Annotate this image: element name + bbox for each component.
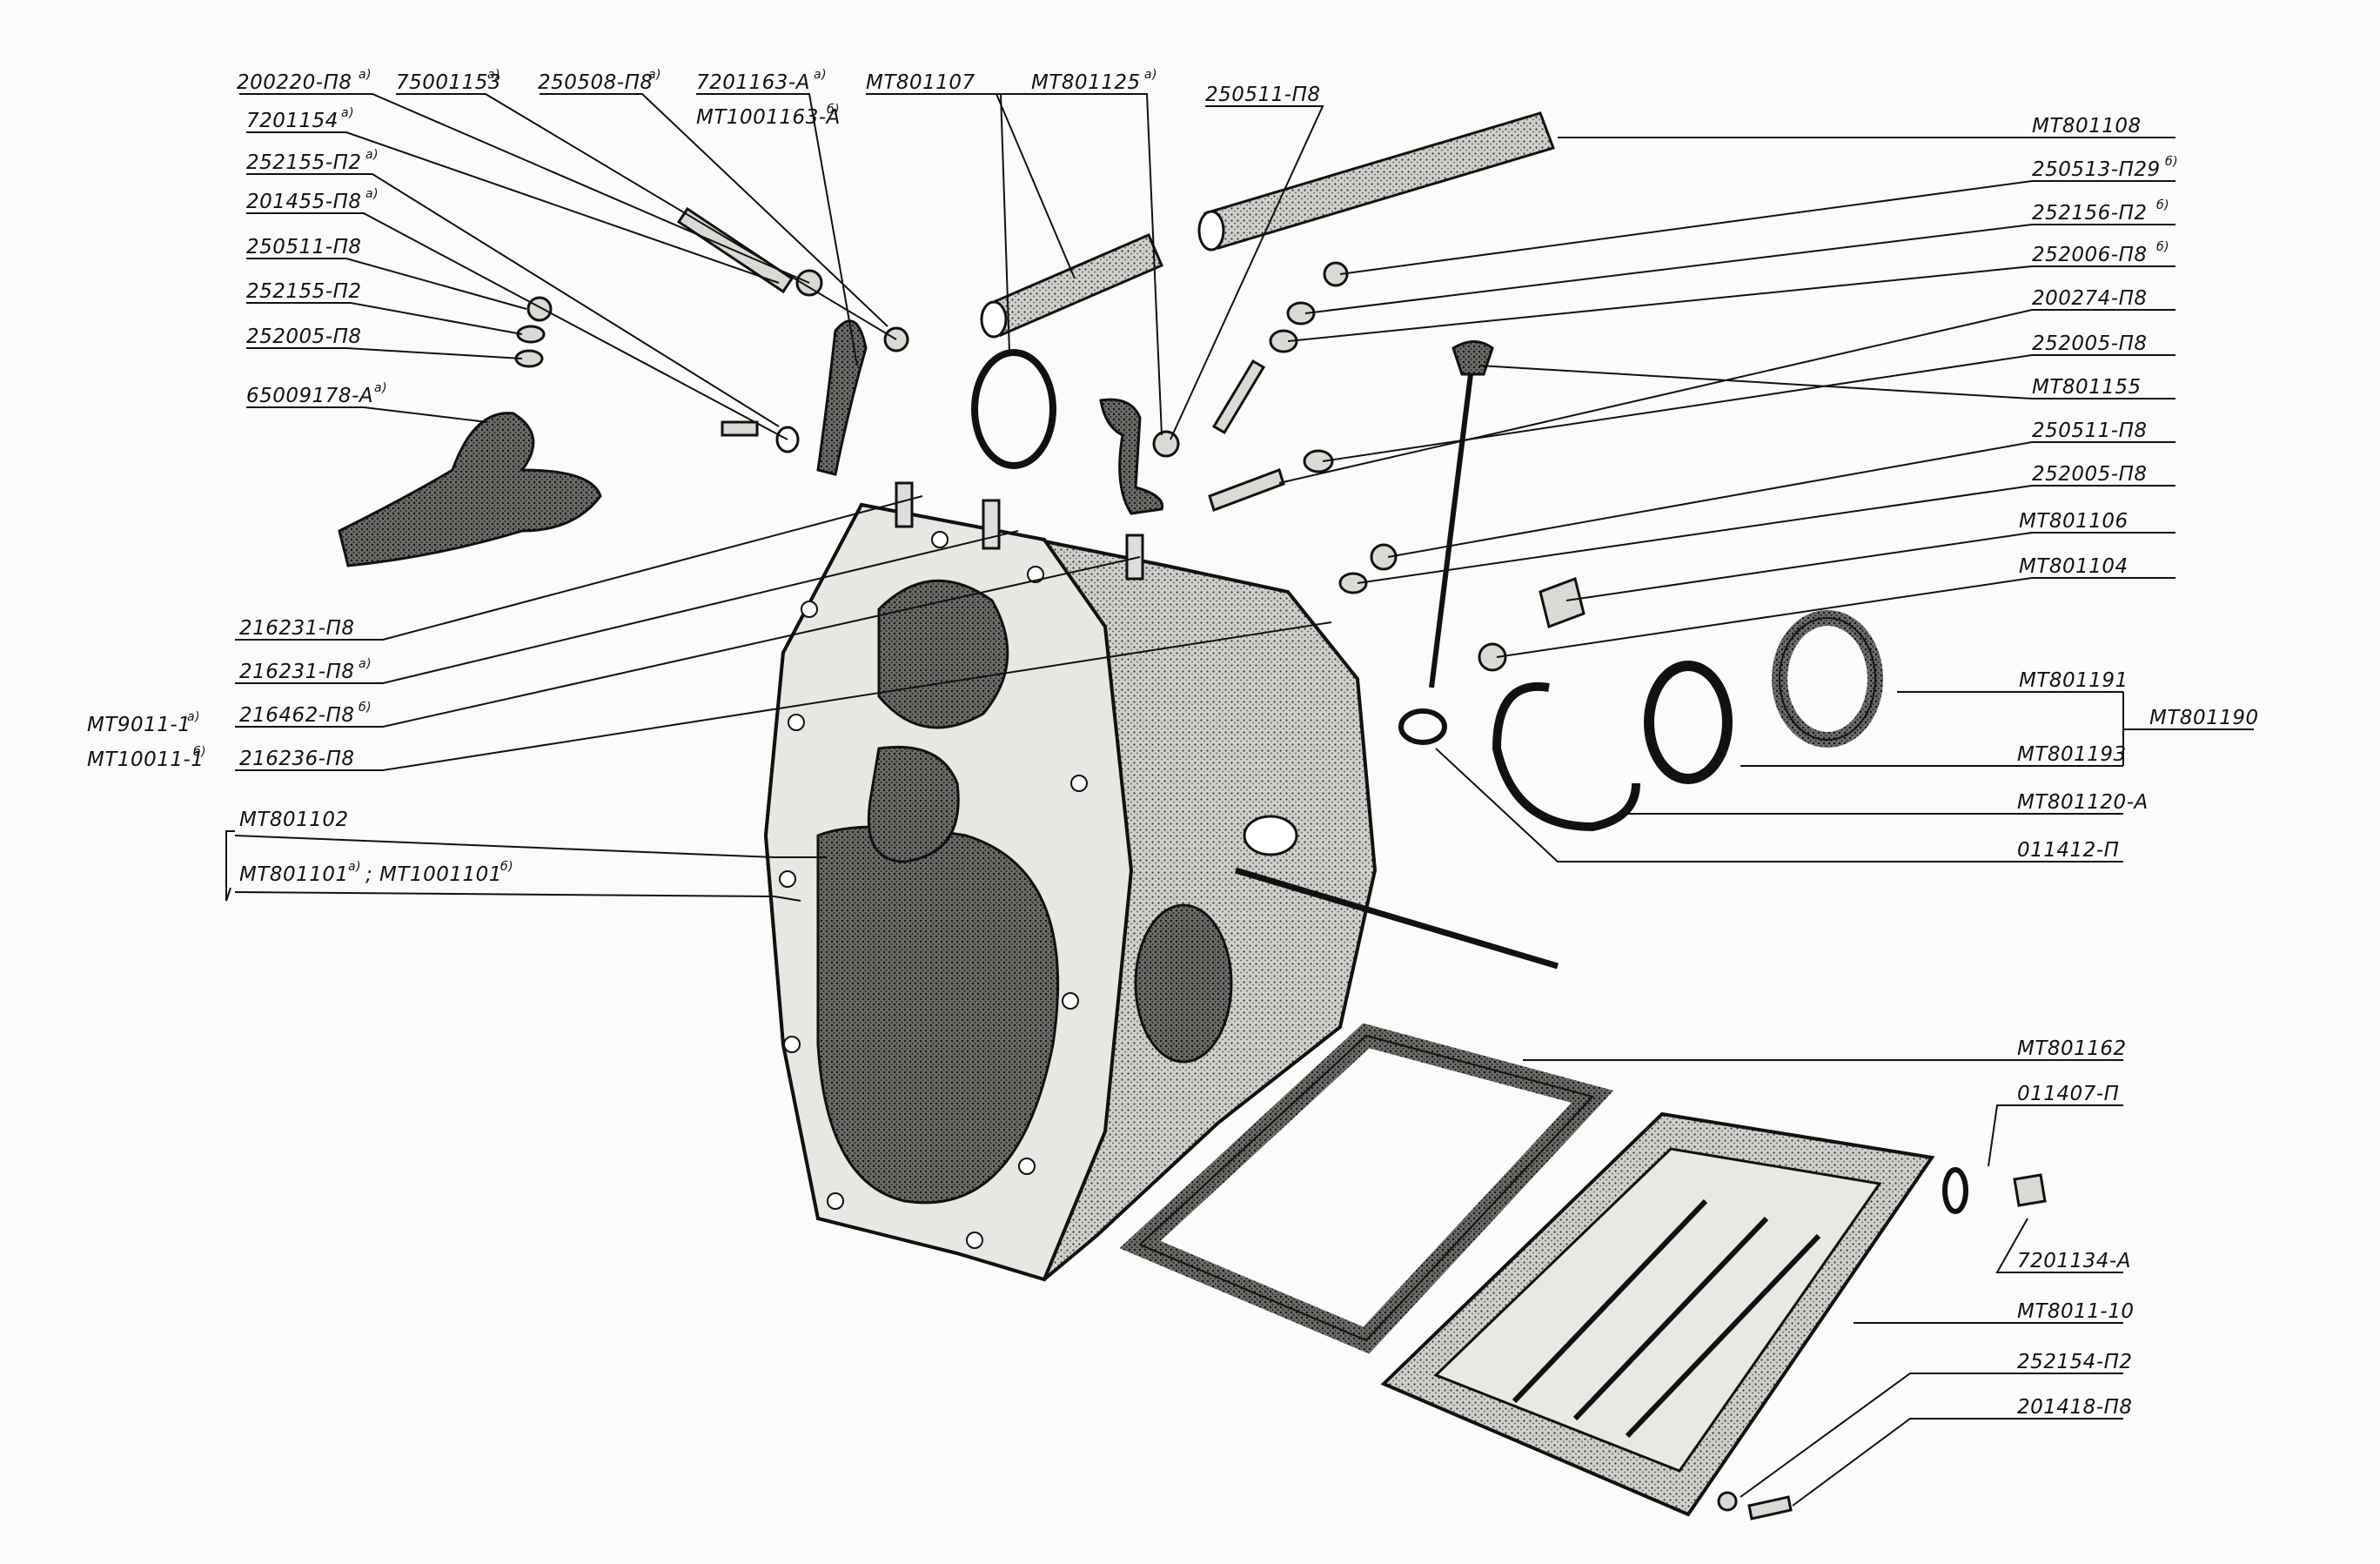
label-MT801106: МТ801106 bbox=[2019, 510, 2129, 533]
label-201418: 201418-П8 bbox=[2017, 1396, 2133, 1419]
note-a: а) bbox=[348, 860, 361, 874]
leader-lines bbox=[225, 93, 2254, 1507]
label-252005-r2: 252005-П8 bbox=[2032, 463, 2148, 486]
note-a: а) bbox=[648, 68, 661, 82]
label-MT1001163: МТ1001163-А bbox=[696, 106, 841, 129]
note-b: б) bbox=[827, 103, 840, 117]
note-a: а) bbox=[341, 106, 354, 120]
gasket-lower bbox=[1119, 1023, 1614, 1354]
label-252154: 252154-П2 bbox=[2017, 1351, 2133, 1373]
label-65009178: 65009178-А bbox=[246, 385, 373, 407]
label-250511-r: 250511-П8 bbox=[2032, 420, 2148, 442]
label-MT801120: МТ801120-А bbox=[2017, 791, 2149, 814]
label-252155-a: 252155-П2 bbox=[246, 151, 362, 174]
note-b: б) bbox=[500, 860, 513, 874]
label-MT801107: МТ801107 bbox=[866, 71, 975, 94]
label-MT801155: МТ801155 bbox=[2032, 376, 2142, 399]
label-MT801108: МТ801108 bbox=[2032, 115, 2142, 138]
label-250511-top: 250511-П8 bbox=[1205, 84, 1321, 106]
label-252005-left: 252005-П8 bbox=[246, 326, 362, 348]
note-a: а) bbox=[1144, 68, 1157, 82]
label-250513: 250513-П29 bbox=[2032, 158, 2161, 181]
note-a: а) bbox=[365, 187, 379, 201]
rings-seals bbox=[971, 349, 1968, 1214]
label-MT801191: МТ801191 bbox=[2019, 669, 2129, 692]
note-b: б) bbox=[193, 745, 206, 759]
label-216231-a: 216231-П8 bbox=[239, 617, 355, 640]
note-a: а) bbox=[359, 68, 372, 82]
label-7201154: 7201154 bbox=[246, 110, 339, 132]
level-rod bbox=[1235, 867, 1559, 970]
note-b: б) bbox=[2156, 240, 2169, 254]
label-75001153: 75001153 bbox=[396, 71, 501, 94]
label-216231-b: 216231-П8 bbox=[239, 661, 355, 683]
label-MT801104: МТ801104 bbox=[2019, 555, 2129, 578]
note-a: а) bbox=[187, 710, 200, 724]
label-200220: 200220-П8 bbox=[237, 71, 352, 94]
label-250508: 250508-П8 bbox=[538, 71, 654, 94]
label-011412: 011412-П bbox=[2017, 839, 2119, 862]
label-MT801125: МТ801125 bbox=[1031, 71, 1141, 94]
note-a: а) bbox=[365, 148, 379, 162]
note-b: б) bbox=[2165, 155, 2178, 169]
label-252005-r1: 252005-П8 bbox=[2032, 332, 2148, 355]
shafts bbox=[980, 111, 1555, 339]
label-250511-left: 250511-П8 bbox=[246, 236, 362, 258]
note-a: а) bbox=[814, 68, 827, 82]
brackets bbox=[338, 319, 1164, 567]
label-MT801193: МТ801193 bbox=[2017, 743, 2127, 766]
label-252156: 252156-П2 bbox=[2032, 202, 2148, 225]
part-labels: 200220-П8 а) 75001153 а) 250508-П8 а) 72… bbox=[87, 68, 2259, 1419]
label-MT801101: МТ801101 bbox=[239, 863, 349, 886]
label-216236: 216236-П8 bbox=[239, 748, 355, 770]
note-b: б) bbox=[359, 701, 372, 715]
label-252155-b: 252155-П2 bbox=[246, 280, 362, 303]
label-MT1001101: ; МТ1001101 bbox=[365, 863, 502, 886]
label-MT801162: МТ801162 bbox=[2017, 1037, 2127, 1060]
label-MT8011: МТ8011-10 bbox=[2017, 1300, 2135, 1323]
label-7201134: 7201134-А bbox=[2017, 1250, 2131, 1272]
label-7201163: 7201163-А bbox=[696, 71, 810, 94]
label-201455: 201455-П8 bbox=[246, 191, 362, 213]
label-011407: 011407-П bbox=[2017, 1083, 2119, 1105]
label-MT801102: МТ801102 bbox=[239, 809, 349, 831]
note-a: а) bbox=[487, 68, 500, 82]
label-MT10011: МТ10011-1 bbox=[87, 748, 204, 771]
oil-pan bbox=[1380, 1111, 1935, 1517]
note-a: а) bbox=[374, 381, 387, 395]
label-MT801190: МТ801190 bbox=[2149, 707, 2259, 729]
note-b: б) bbox=[2156, 198, 2169, 212]
label-216462: 216462-П8 bbox=[239, 704, 355, 727]
label-MT9011: МТ9011-1 bbox=[87, 714, 191, 736]
label-200274: 200274-П8 bbox=[2032, 287, 2148, 310]
dipstick bbox=[1429, 340, 1494, 688]
label-252006: 252006-П8 bbox=[2032, 244, 2148, 266]
gearbox-housing bbox=[763, 481, 1378, 1282]
note-a: а) bbox=[359, 657, 372, 671]
